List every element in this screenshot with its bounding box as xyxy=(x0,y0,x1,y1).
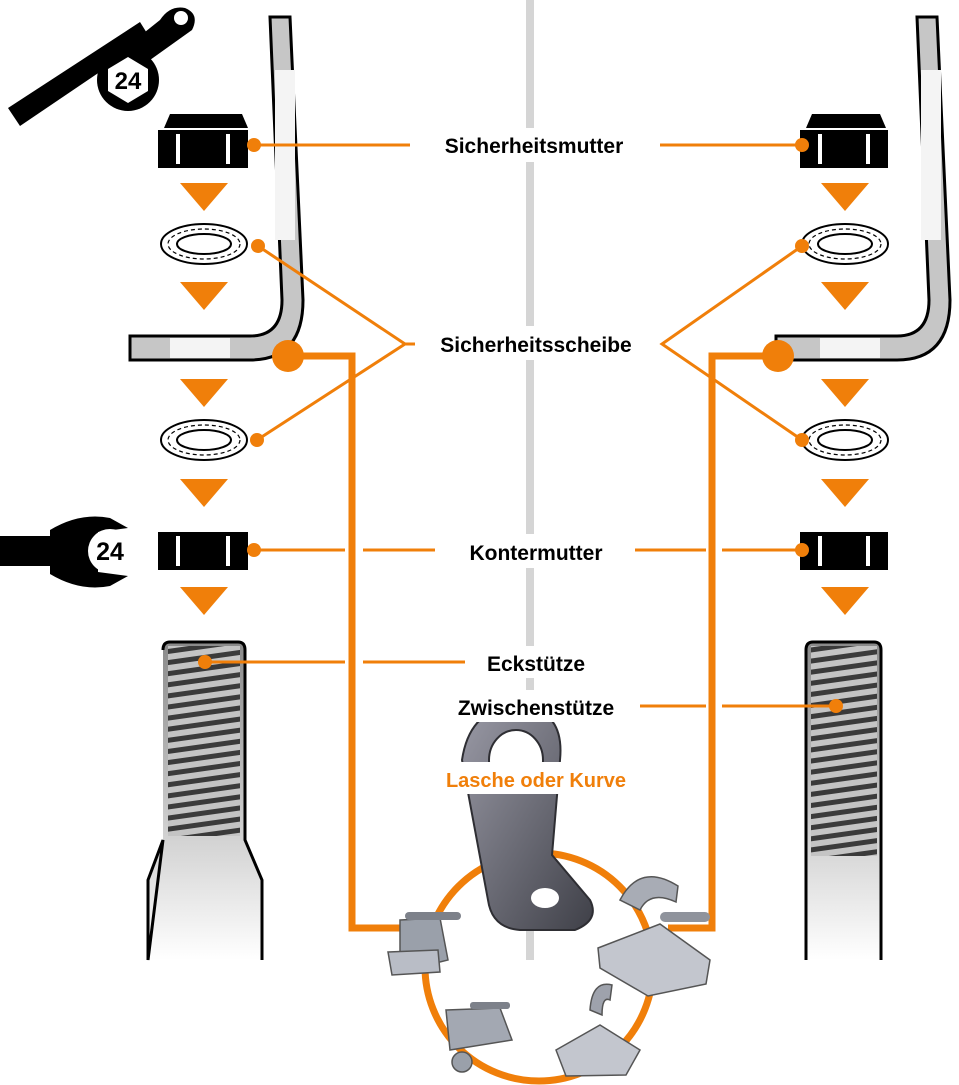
left-arrow-3 xyxy=(180,379,228,407)
right-arrow-4 xyxy=(821,479,869,507)
right-lock-nut xyxy=(800,532,888,570)
label-corner-post: Eckstütze xyxy=(487,653,585,676)
right-arrow-5 xyxy=(821,587,869,615)
right-arrow-1 xyxy=(821,183,869,211)
left-safety-nut xyxy=(158,114,248,168)
bracket-connectors xyxy=(290,352,778,932)
right-arrow-2 xyxy=(821,282,869,310)
right-assembly xyxy=(774,15,952,960)
left-lock-nut xyxy=(158,532,248,570)
hinge-bracket-bottom-icon xyxy=(445,1002,514,1073)
left-arrow-1 xyxy=(180,183,228,211)
right-washer-top xyxy=(801,223,889,265)
curve-bracket-bottom-icon xyxy=(555,983,642,1077)
label-safety-nut: Sicherheitsmutter xyxy=(445,135,624,158)
right-arrow-3 xyxy=(821,379,869,407)
right-l-bracket xyxy=(774,15,952,362)
ratchet-icon: 24 xyxy=(8,7,195,126)
left-washer-bottom xyxy=(160,419,248,461)
leader-dots xyxy=(198,138,843,713)
label-tab-or-curve: Lasche oder Kurve xyxy=(446,770,626,792)
right-safety-nut xyxy=(800,114,888,168)
hinge-bracket-left-icon xyxy=(387,912,461,976)
label-safety-washer: Sicherheitsscheibe xyxy=(440,334,631,357)
curve-bracket-right-icon xyxy=(597,876,711,997)
right-washer-bottom xyxy=(801,419,889,461)
left-assembly xyxy=(128,15,305,961)
eye-bracket-icon xyxy=(460,704,594,931)
left-washer-top xyxy=(160,223,248,265)
leader-lines xyxy=(205,143,836,708)
wrench-icon: 24 xyxy=(0,516,132,588)
label-lock-nut: Kontermutter xyxy=(469,542,602,565)
left-arrow-5 xyxy=(180,587,228,615)
left-arrow-2 xyxy=(180,282,228,310)
right-intermediate-post xyxy=(804,640,883,960)
ratchet-size-label: 24 xyxy=(115,68,142,95)
wrench-size-label: 24 xyxy=(96,538,124,566)
left-l-bracket xyxy=(128,15,305,362)
label-intermediate-post: Zwischenstütze xyxy=(458,697,614,720)
left-arrow-4 xyxy=(180,479,228,507)
left-corner-post xyxy=(146,640,264,961)
